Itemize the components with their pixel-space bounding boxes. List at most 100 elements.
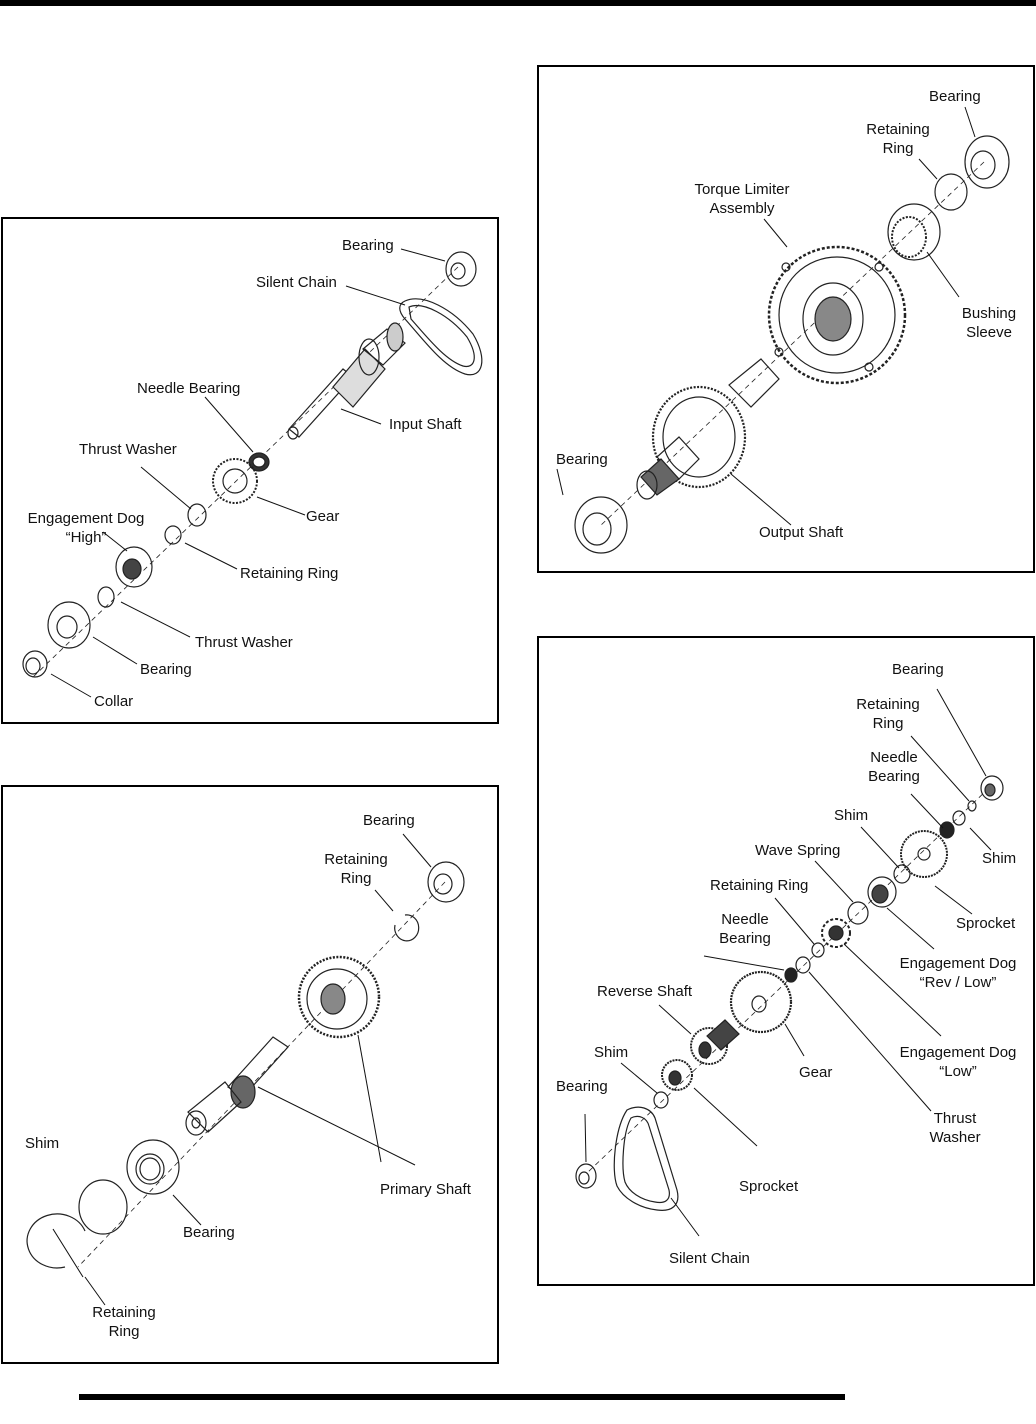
label-line: Retaining (324, 851, 388, 868)
label-shim: Shim (594, 1044, 629, 1061)
shim-part (78, 1179, 128, 1235)
label-engagement-dog-high: Engagement Dog “High” (23, 509, 149, 547)
label-torque-limiter-assembly: Torque Limiter Assembly (687, 180, 797, 218)
label-line: Bearing (719, 930, 771, 947)
label-bearing: Bearing (342, 237, 394, 254)
silent-chain-part (399, 298, 483, 376)
diagram-primary-shaft: Bearing Retaining Ring Primary Shaft Shi… (1, 785, 499, 1364)
label-needle-bearing: Needle Bearing (137, 380, 241, 397)
leader-lines (50, 248, 446, 698)
label-thrust-washer: Thrust Washer (195, 634, 293, 651)
label-line: Engagement Dog (899, 1044, 1017, 1061)
centerline (586, 787, 990, 1174)
label-bearing: Bearing (892, 661, 944, 678)
bearing-part (964, 135, 1010, 189)
label-retaining-ring: Retaining Ring (240, 565, 339, 582)
label-gear: Gear (306, 508, 340, 525)
input-shaft-part (287, 322, 406, 440)
diagram-output-shaft: Bearing Retaining Ring Torque Limiter As… (537, 65, 1035, 573)
label-line: “High” (65, 529, 107, 546)
label-line: Needle (870, 749, 918, 766)
engagement-dog-rev-low-part (867, 876, 897, 908)
label-wave-spring: Wave Spring (755, 842, 841, 859)
label-retaining-ring: Retaining Ring (710, 877, 809, 894)
label-bearing: Bearing (363, 812, 415, 829)
retaining-ring-part (26, 1213, 86, 1269)
leader-lines (52, 833, 432, 1306)
label-sprocket: Sprocket (739, 1178, 799, 1195)
silent-chain-part (613, 1106, 679, 1211)
label-thrust-washer: Thrust Washer (79, 441, 177, 458)
needle-bearing-part (939, 821, 955, 839)
label-line: Engagement Dog (899, 955, 1017, 972)
bearing-part (575, 1163, 597, 1189)
label-line: Ring (872, 715, 904, 732)
leader-lines (584, 688, 992, 1237)
wave-spring-part (847, 901, 869, 925)
retaining-ring-part (967, 800, 977, 812)
diagram-reverse-shaft: Bearing Retaining Ring Needle Bearing Sh… (537, 636, 1035, 1286)
collar-part (22, 650, 48, 678)
engagement-dog-part (115, 546, 153, 588)
sprocket-part (900, 830, 948, 878)
gear-part (297, 955, 381, 1039)
retaining-ring-part (811, 942, 825, 958)
label-bearing: Bearing (929, 88, 981, 105)
label-sprocket: Sprocket (956, 915, 1016, 932)
label-line: Bearing (868, 768, 920, 785)
diagram-input-shaft: Bearing Silent Chain Needle Bearing Inpu… (1, 217, 499, 724)
label-input-shaft: Input Shaft (389, 416, 462, 433)
label-needle-bearing: Needle Bearing (714, 910, 776, 948)
primary-shaft-drawing (26, 833, 465, 1306)
label-line: Torque Limiter (694, 181, 790, 198)
bearing-part (574, 496, 628, 554)
torque-limiter-part (767, 245, 907, 385)
bearing-part (126, 1139, 180, 1195)
label-bearing: Bearing (556, 1078, 608, 1095)
thrust-washer-part (97, 586, 115, 608)
label-primary-shaft: Primary Shaft (380, 1181, 471, 1198)
label-retaining-ring: Retaining Ring (321, 850, 391, 888)
label-retaining-ring: Retaining Ring (853, 695, 923, 733)
label-needle-bearing: Needle Bearing (863, 748, 925, 786)
thrust-washer-part (187, 503, 207, 527)
label-line: Needle (721, 911, 769, 928)
output-shaft-part (636, 358, 780, 500)
output-shaft-drawing (556, 106, 1010, 554)
label-gear: Gear (799, 1064, 833, 1081)
gear-part (212, 458, 258, 504)
label-shim: Shim (25, 1135, 60, 1152)
label-line: “Rev / Low” (919, 974, 997, 991)
bearing-part (47, 601, 91, 649)
bearing-part (980, 775, 1004, 801)
label-line: Bushing (961, 305, 1017, 322)
bearing-part (427, 861, 465, 903)
gear-part (729, 970, 793, 1034)
bearing-part (445, 251, 477, 287)
label-line: Sleeve (966, 324, 1012, 341)
label-thrust-washer: Thrust Washer (923, 1109, 987, 1147)
label-line: Retaining (92, 1304, 156, 1321)
engagement-dog-low-part (821, 918, 851, 948)
retaining-ring-part (164, 525, 182, 545)
header-rule (0, 0, 1036, 6)
label-shim: Shim (834, 807, 869, 824)
label-line: Ring (108, 1323, 140, 1340)
label-silent-chain: Silent Chain (669, 1250, 750, 1267)
shim-part (952, 810, 966, 826)
label-bearing: Bearing (183, 1224, 235, 1241)
bushing-sleeve-part (887, 203, 941, 261)
label-line: Thrust (933, 1110, 977, 1127)
label-line: Assembly (709, 200, 775, 217)
leader-lines (556, 106, 976, 526)
label-bushing-sleeve: Bushing Sleeve (957, 304, 1021, 342)
label-line: Engagement Dog (27, 510, 145, 527)
label-collar: Collar (94, 693, 134, 710)
label-line: Ring (340, 870, 372, 887)
retaining-ring-part (934, 173, 968, 211)
label-shim: Shim (982, 850, 1017, 867)
sprocket-part (661, 1059, 693, 1091)
label-silent-chain: Silent Chain (256, 274, 337, 291)
label-engagement-dog-low: Engagement Dog “Low” (895, 1043, 1021, 1081)
primary-shaft-part (185, 1036, 289, 1136)
